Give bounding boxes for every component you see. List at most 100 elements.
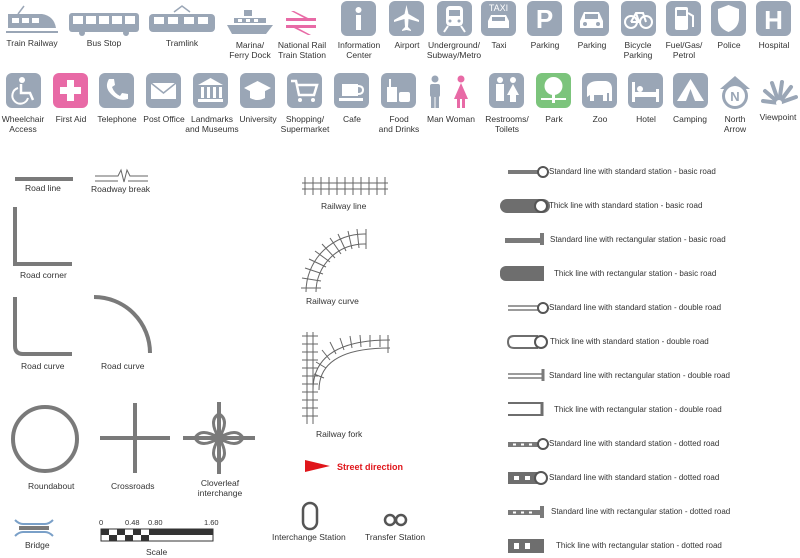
post-office-label: Post Office	[143, 114, 185, 124]
fuel-icon	[666, 1, 701, 36]
taxi-badge: TAXI	[489, 3, 508, 13]
airport-icon	[389, 1, 424, 36]
train-railway-label: Train Railway	[6, 38, 58, 48]
bicycle-label: Bicycle Parking	[623, 40, 653, 60]
restroom-icon	[489, 73, 524, 108]
scale-tick-3: 1.60	[204, 518, 219, 527]
line-style-6	[506, 335, 548, 349]
street-direction-arrow	[305, 460, 330, 472]
university-label: University	[239, 114, 277, 124]
road-corner-label: Road corner	[20, 270, 67, 280]
hospital-badge: H	[764, 5, 783, 35]
hospital-label: Hospital	[758, 40, 790, 50]
information-label: Information Center	[337, 40, 381, 60]
north-arrow-icon: N	[718, 75, 752, 111]
landmarks-label: Landmarks and Museums	[185, 114, 239, 134]
bed-icon	[628, 73, 663, 108]
police-label: Police	[717, 40, 741, 50]
railway-line-label: Railway line	[321, 201, 367, 211]
underground-icon	[437, 1, 472, 36]
park-label: Park	[545, 114, 563, 124]
line-style-9	[508, 438, 549, 450]
car-icon	[574, 1, 609, 36]
line-style-3	[505, 233, 544, 245]
hospital-icon: H	[756, 1, 791, 36]
cafe-label: Cafe	[343, 114, 361, 124]
train-railway-icon	[6, 4, 58, 36]
food-drinks-label: Food and Drinks	[378, 114, 420, 134]
marina-label: Marina/ Ferry Dock	[229, 40, 271, 60]
cloverleaf-label: Cloverleaf interchange	[197, 478, 243, 498]
restrooms-label: Restrooms/ Toilets	[485, 114, 529, 134]
coffee-cup-icon	[334, 73, 369, 108]
north-arrow-label: North Arrow	[723, 114, 747, 134]
hotel-label: Hotel	[636, 114, 656, 124]
underground-label: Underground/ Subway/Metro	[426, 40, 482, 60]
man-woman-label: Man Woman	[426, 114, 476, 124]
envelope-icon	[146, 73, 181, 108]
line-style-5	[508, 302, 549, 314]
viewpoint-label: Viewpoint	[759, 112, 797, 122]
interchange-station-shape	[301, 501, 319, 531]
road-line-shape	[15, 177, 73, 181]
roadway-break-shape	[95, 168, 148, 183]
transfer-station-label: Transfer Station	[365, 532, 426, 542]
roundabout-label: Roundabout	[28, 481, 75, 491]
line-style-label-12: Thick line with rectangular station - do…	[556, 541, 722, 550]
road-curve-label-1: Road curve	[21, 361, 65, 371]
line-style-1	[508, 166, 549, 178]
shopping-cart-icon	[287, 73, 322, 108]
line-style-7	[508, 369, 545, 381]
wheelchair-label: Wheelchair Access	[1, 114, 45, 134]
railway-curve-label: Railway curve	[306, 296, 359, 306]
fuel-label: Fuel/Gas/ Petrol	[665, 40, 703, 60]
elephant-icon	[582, 73, 617, 108]
road-line-label: Road line	[25, 183, 61, 193]
scale-label: Scale	[146, 547, 168, 557]
bus-stop-icon	[68, 12, 140, 36]
railway-fork-shape	[302, 332, 391, 424]
graduation-cap-icon	[240, 73, 275, 108]
roadway-break-label: Roadway break	[91, 184, 151, 194]
line-style-label-6: Thick line with standard station - doubl…	[550, 337, 709, 346]
road-curve-shape-2	[93, 295, 152, 354]
line-style-2	[500, 199, 550, 213]
national-rail-label: National Rail Train Station	[277, 40, 327, 60]
parking-badge: P	[536, 4, 553, 34]
line-style-label-10: Standard line with standard station - do…	[549, 473, 720, 482]
line-style-label-1: Standard line with standard station - ba…	[549, 167, 716, 176]
camping-label: Camping	[672, 114, 708, 124]
tramlink-label: Tramlink	[165, 38, 199, 48]
parking-p-label: Parking	[530, 40, 560, 50]
line-style-label-7: Standard line with rectangular station -…	[549, 371, 730, 380]
national-rail-icon	[284, 10, 318, 36]
shopping-label: Shopping/ Supermarket	[280, 114, 330, 134]
bridge-label: Bridge	[25, 540, 50, 550]
tent-icon	[673, 73, 708, 108]
line-style-label-8: Thick line with rectangular station - do…	[554, 405, 722, 414]
line-style-label-9: Standard line with standard station - do…	[549, 439, 720, 448]
first-aid-label: First Aid	[55, 114, 87, 124]
man-icon	[428, 75, 442, 109]
railway-line-shape	[302, 177, 388, 195]
bicycle-icon	[621, 1, 656, 36]
food-drinks-icon	[381, 73, 416, 108]
bus-stop-label: Bus Stop	[86, 38, 122, 48]
wheelchair-icon	[6, 73, 41, 108]
line-style-12	[508, 539, 544, 553]
bridge-shape	[14, 519, 54, 537]
line-style-11	[508, 506, 544, 518]
roundabout-shape	[11, 405, 79, 473]
line-style-label-4: Thick line with rectangular station - ba…	[554, 269, 717, 278]
crossroads-shape	[100, 403, 170, 473]
ship-icon	[226, 8, 274, 36]
parking-car-label: Parking	[577, 40, 607, 50]
scale-tick-0: 0	[99, 518, 104, 527]
taxi-label: Taxi	[491, 40, 507, 50]
line-style-label-11: Standard line with rectangular station -…	[551, 507, 731, 516]
tramlink-icon	[148, 4, 216, 36]
cloverleaf-shape	[183, 402, 255, 474]
